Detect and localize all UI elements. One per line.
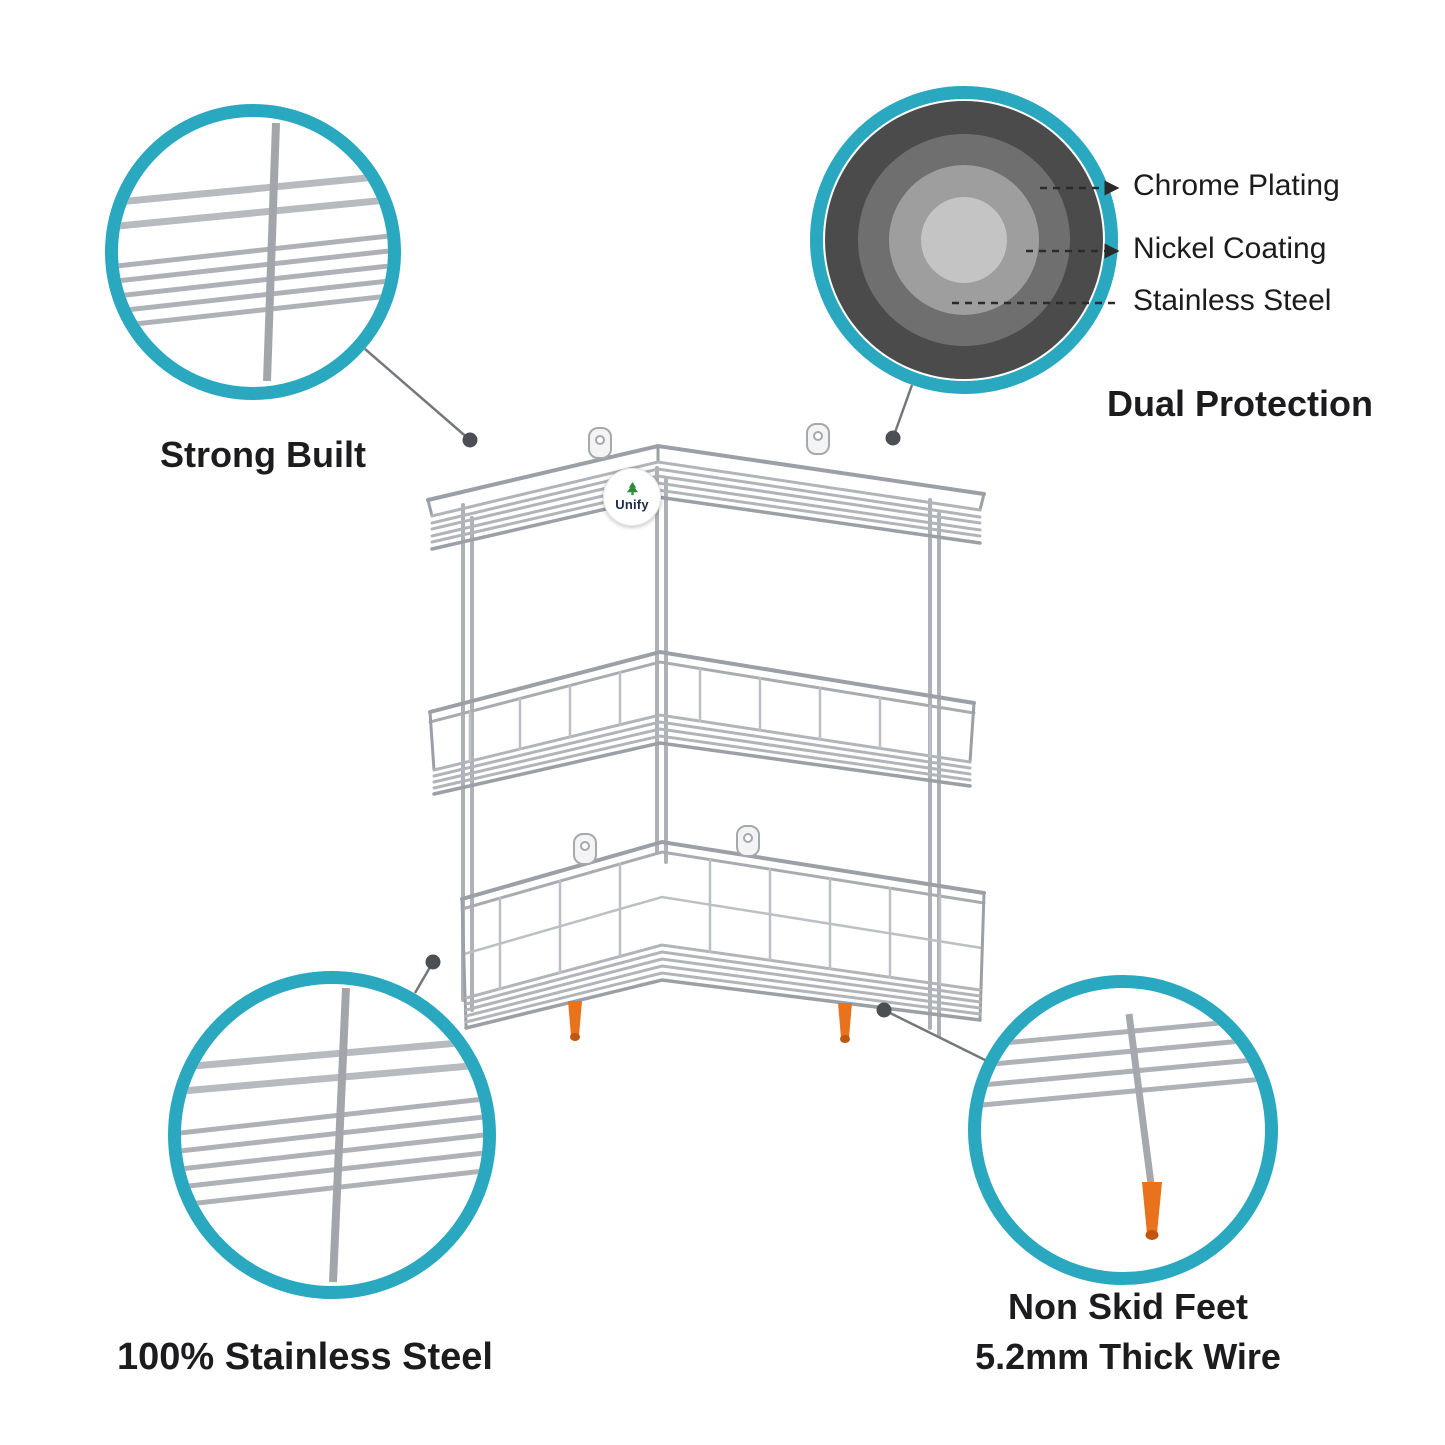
- connector-lines: [364, 348, 986, 1062]
- non-skid-label-line1: Non Skid Feet: [1007, 1286, 1249, 1327]
- dual-protection-callout-circle: [810, 86, 1118, 394]
- rim-wires: [118, 172, 388, 230]
- stainless-steel-callout-label: 100% Stainless Steel: [117, 1336, 493, 1378]
- vertical-wire: [329, 987, 350, 1283]
- basket-side-wires: [498, 858, 942, 991]
- nickel-coating-label: Nickel Coating: [1133, 232, 1327, 265]
- wire-closeup-stainless: [181, 987, 483, 1283]
- coating-layers-art: [825, 101, 1103, 379]
- rack-tier-top: [426, 443, 986, 551]
- stainless-steel-label: Stainless Steel: [1133, 284, 1332, 317]
- core-layer: [921, 197, 1007, 283]
- wire-closeup-foot: [981, 1013, 1265, 1240]
- rack-tier-middle: [428, 649, 976, 796]
- brand-badge: Unify: [603, 468, 661, 526]
- shelf-wires: [181, 1096, 483, 1208]
- shelf-wires: [981, 1016, 1265, 1108]
- dual-protection-label: Dual Protection: [1106, 383, 1374, 424]
- non-skid-feet-icons: [568, 1001, 852, 1043]
- non-skid-label: Non Skid Feet 5.2mm Thick Wire: [928, 1282, 1328, 1382]
- shelf-wires: [118, 233, 388, 329]
- brand-name: Unify: [615, 497, 649, 512]
- tree-icon: [626, 482, 638, 496]
- strong-built-label: Strong Built: [160, 434, 366, 475]
- vertical-wire: [1125, 1013, 1155, 1185]
- wall-mount-tabs-bottom: [573, 825, 760, 865]
- non-skid-foot-icon: [1142, 1182, 1162, 1240]
- non-skid-label-line2: 5.2mm Thick Wire: [975, 1336, 1281, 1377]
- strong-built-callout-circle: [105, 104, 401, 400]
- wire-closeup-strong-built: [118, 122, 388, 382]
- non-skid-callout-circle: [968, 975, 1278, 1285]
- wall-mount-tabs-top: [588, 423, 830, 459]
- connector-dots: [425, 430, 901, 1018]
- stainless-steel-callout-circle: [168, 971, 496, 1299]
- vertical-wire: [263, 122, 280, 382]
- chrome-plating-label: Chrome Plating: [1133, 169, 1340, 202]
- rack-support-wires: [461, 466, 941, 1038]
- rim-wires: [181, 1037, 483, 1095]
- basket-side-wires: [468, 667, 932, 763]
- rack-tier-bottom: [460, 839, 986, 1030]
